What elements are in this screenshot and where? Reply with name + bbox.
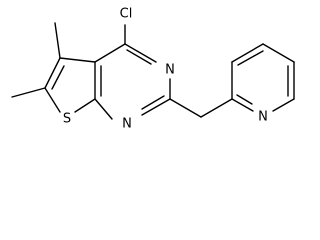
bond-c6-s <box>44 87 61 113</box>
bond-c4-n3 <box>124 43 157 63</box>
bond-ch2-pyridine <box>200 98 233 118</box>
bond-c5-c6-double <box>51 65 65 90</box>
bond-c4a-c4 <box>94 43 126 63</box>
bond-py-c3-c4-double <box>237 50 264 66</box>
atom-nitrogen-pyrimidine-bottom-label: N <box>122 117 132 132</box>
bond-py-n-c2 <box>231 98 254 112</box>
bond-n1-c7a <box>94 98 113 120</box>
atom-chlorine-label: Cl <box>120 7 133 22</box>
bond-c5-methyl <box>54 22 61 59</box>
bond-group <box>11 22 295 120</box>
bond-py-c3-c4 <box>231 43 264 63</box>
bond-c2-n1 <box>141 98 171 116</box>
atom-nitrogen-pyrimidine-top-label: N <box>165 63 175 78</box>
bond-c6-methyl <box>11 87 46 98</box>
bond-py-c6-n <box>272 98 295 112</box>
bond-c2-ch2 <box>169 98 202 118</box>
chemical-structure-diagram: Cl N N S N <box>11 7 295 132</box>
bond-py-c4-c5 <box>262 43 295 63</box>
atom-nitrogen-pyridine-label: N <box>258 110 268 125</box>
bond-s-c7a <box>74 98 96 113</box>
bond-c4-n3-double <box>126 49 152 65</box>
bond-c5-c6 <box>44 57 61 89</box>
bond-py-n-c2-double <box>236 94 253 105</box>
bond-c4a-c5 <box>59 57 96 63</box>
atom-label-group: Cl N N S N <box>63 7 268 132</box>
bond-c2-n1-double <box>141 95 165 110</box>
atom-sulfur-label: S <box>63 112 71 127</box>
